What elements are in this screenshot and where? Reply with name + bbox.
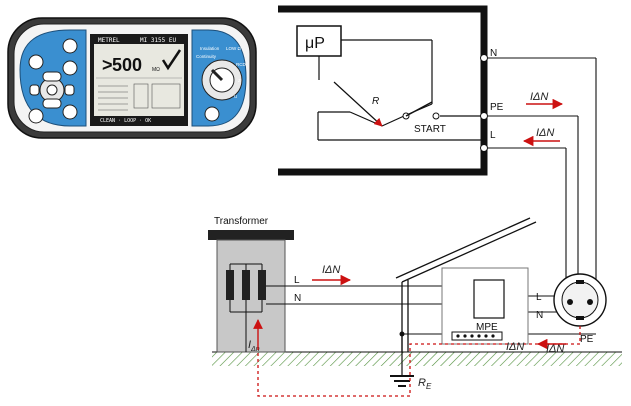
socket-l-label: L	[536, 292, 542, 303]
reading-prefix: >	[102, 55, 113, 75]
navigation-pad[interactable]	[29, 71, 75, 109]
earth-resistance-label: RE	[418, 377, 432, 391]
start-label: START	[414, 124, 446, 135]
terminal-n-dot	[480, 54, 488, 62]
terminal-pe-label: PE	[490, 102, 504, 113]
test-instrument: METREL MI 3155 EU > 500 MΩ CLEAN · LOOP …	[7, 17, 257, 139]
dial-label-3: RCD	[236, 62, 246, 67]
function-buttons[interactable]	[28, 38, 78, 124]
device-brand: METREL	[98, 37, 120, 44]
mpe-label: MPE	[476, 322, 498, 333]
device-footer: CLEAN · LOOP · OK	[100, 118, 151, 124]
fault-current-path	[257, 326, 581, 397]
device-model: MI 3155 EU	[140, 37, 177, 44]
power-button[interactable]	[204, 106, 220, 122]
current-label-l: IΔN	[536, 127, 554, 139]
terminal-l-dot	[480, 144, 488, 152]
dial-label-0: Insulation	[200, 46, 220, 51]
reading-value: 500	[112, 55, 142, 75]
line-l-label: L	[294, 275, 300, 286]
socket-pe-label: PE	[580, 334, 594, 345]
fault-current-label: IΔn	[248, 339, 260, 353]
reading-unit: MΩ	[152, 67, 160, 73]
device-screen: METREL MI 3155 EU > 500 MΩ CLEAN · LOOP …	[90, 34, 188, 126]
dial-label-4: Z	[238, 78, 241, 83]
socket-n-label: N	[536, 310, 543, 321]
socket	[553, 273, 607, 327]
dial-label-2: LOW Ω	[226, 46, 242, 51]
microprocessor-label: μP	[305, 35, 325, 52]
terminal-l-label: L	[490, 130, 496, 141]
transformer: Transformer IΔn	[208, 216, 294, 353]
check-icon	[161, 49, 182, 71]
current-label-pe: IΔN	[530, 91, 548, 103]
mpe-current-label: IΔN	[506, 341, 524, 353]
screen-details	[98, 83, 181, 111]
line-n-label: N	[294, 293, 301, 304]
terminal-pe-dot	[480, 112, 488, 120]
instrument-circuit: μP R START N PE L	[278, 5, 564, 176]
earth-electrode	[390, 331, 414, 387]
return-current-label: IΔN	[546, 343, 564, 355]
line-current-label: IΔN	[322, 264, 340, 276]
test-leads	[488, 57, 597, 284]
dial-label-1: Continuity	[196, 54, 217, 59]
resistor-label: R	[372, 96, 379, 107]
distribution-box: MPE	[441, 267, 529, 345]
transformer-label: Transformer	[214, 216, 269, 227]
supply-lines	[266, 285, 596, 335]
rotary-dial[interactable]: Insulation Continuity LOW Ω RCD Z U	[196, 46, 246, 101]
terminal-n-label: N	[490, 48, 497, 59]
dial-label-5: U	[234, 94, 237, 99]
